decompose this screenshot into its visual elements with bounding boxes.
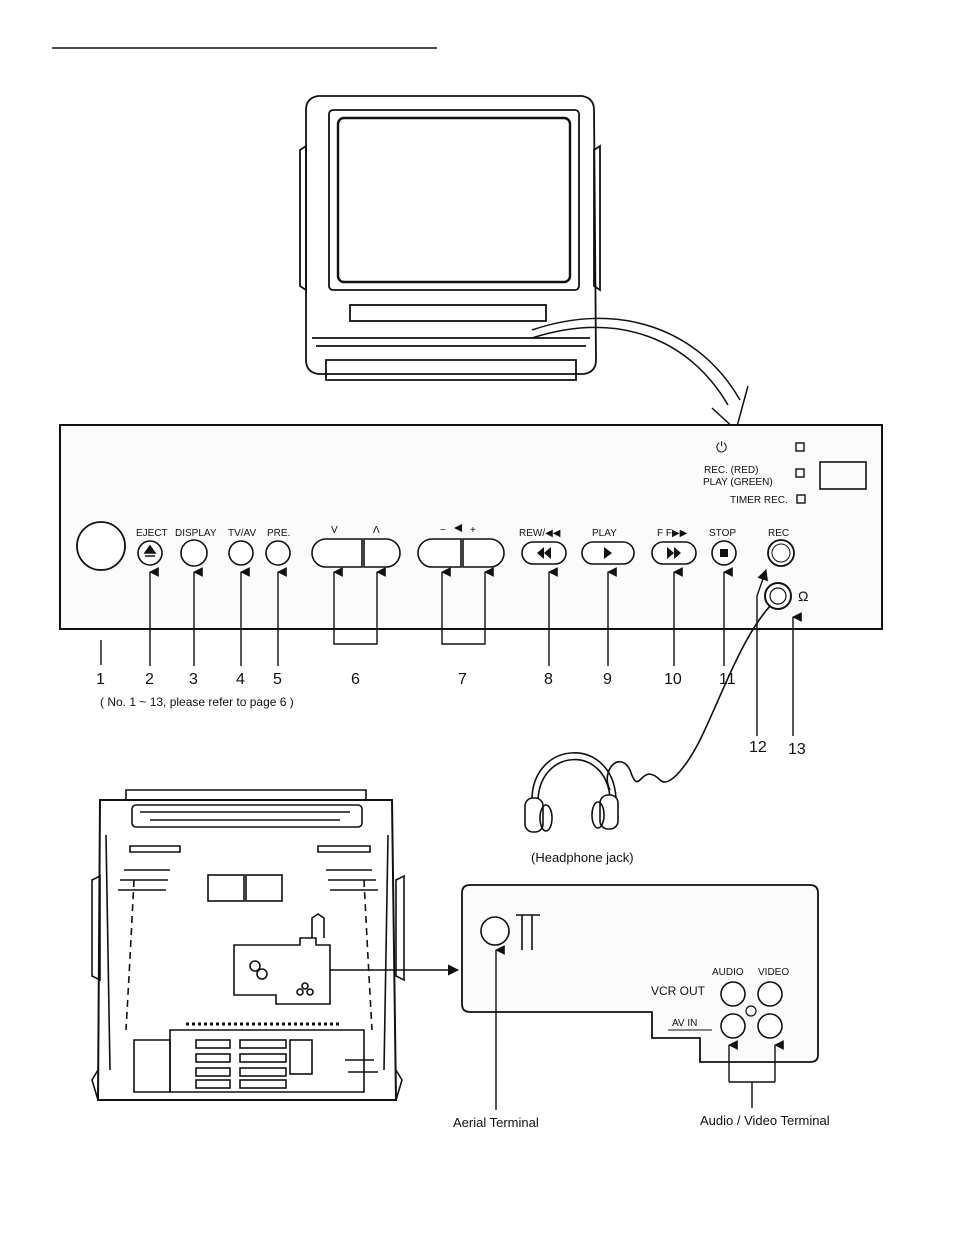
aerial-terminal-jack[interactable] [481,917,509,945]
rear-terminal-panel: AUDIO VIDEO VCR OUT AV IN [462,885,818,1062]
play-label: PLAY [592,528,617,539]
volume-minus-label: − [440,525,446,536]
callout-numbers: 1 2 3 4 5 6 7 8 9 10 11 12 13 [96,671,806,758]
volume-up-button[interactable] [463,539,504,567]
callout-number: 12 [749,739,767,756]
channel-down-button[interactable] [312,539,362,567]
callout-number: 6 [351,671,360,688]
volume-plus-label: + [470,525,476,536]
ff-label: F F▶▶ [657,528,688,539]
power-button[interactable] [77,522,125,570]
display-button[interactable] [181,540,207,566]
channel-down-label: V [331,525,338,536]
callout-number: 13 [788,741,806,758]
callout-number: 4 [236,671,245,688]
tvav-label: TV/AV [228,528,256,539]
pre-button[interactable] [266,541,290,565]
av-in-video-jack[interactable] [758,1014,782,1038]
channel-up-label: Λ [373,525,380,536]
callout-number: 8 [544,671,553,688]
tv-rear-illustration [92,790,404,1100]
display-label: DISPLAY [175,528,217,539]
vcr-out-label: VCR OUT [651,984,706,998]
power-icon: ⏻ [716,439,727,455]
audio-label: AUDIO [712,967,744,978]
callout-number: 5 [273,671,282,688]
channel-up-button[interactable] [364,539,400,567]
video-label: VIDEO [758,967,789,978]
callout-number: 2 [145,671,154,688]
play-green-label: PLAY (GREEN) [703,477,773,488]
vcr-out-video-jack[interactable] [758,982,782,1006]
headphone-jack[interactable] [765,583,791,609]
callout-number: 1 [96,671,105,688]
stop-icon [720,549,728,557]
volume-down-button[interactable] [418,539,461,567]
headphones-illustration [525,606,770,832]
pre-label: PRE. [267,528,290,539]
av-in-audio-jack[interactable] [721,1014,745,1038]
callout-number: 10 [664,671,682,688]
timer-rec-label: TIMER REC. [730,495,788,506]
tv-front-illustration [300,96,600,380]
center-screw [746,1006,756,1016]
rew-label: REW/◀◀ [519,528,561,539]
eject-label: EJECT [136,528,168,539]
av-in-label: AV IN [672,1018,697,1029]
callout-number: 7 [458,671,467,688]
headphone-jack-caption: (Headphone jack) [531,850,634,865]
page-reference-note: ( No. 1 ~ 13, please refer to page 6 ) [100,695,294,709]
headphone-icon: Ω [798,588,808,604]
stop-label: STOP [709,528,736,539]
aerial-terminal-caption: Aerial Terminal [453,1115,539,1130]
rec-label: REC [768,528,789,539]
front-panel: ⏻ REC. (RED) PLAY (GREEN) TIMER REC. EJE… [60,425,882,629]
tvav-button[interactable] [229,541,253,565]
callout-number: 9 [603,671,612,688]
rec-red-label: REC. (RED) [704,465,758,476]
callout-number: 3 [189,671,198,688]
av-terminal-caption: Audio / Video Terminal [700,1113,830,1128]
vcr-out-audio-jack[interactable] [721,982,745,1006]
